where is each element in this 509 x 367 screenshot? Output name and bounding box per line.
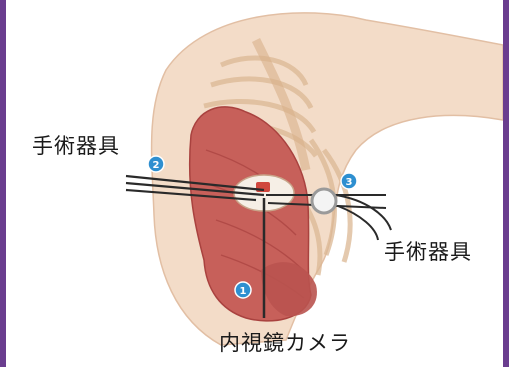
label-instrument-right: 手術器具 <box>384 236 472 266</box>
right-port-ring <box>312 189 336 213</box>
label-endoscope-camera: 内視鏡カメラ <box>219 327 351 357</box>
port-badge-2: 2 <box>148 156 164 172</box>
thoracoscopy-diagram: 2 3 1 <box>6 0 503 367</box>
port-badge-3: 3 <box>341 173 357 189</box>
port-badge-1-label: 1 <box>240 286 247 297</box>
label-instrument-left: 手術器具 <box>32 130 120 160</box>
port-badge-3-label: 3 <box>346 177 353 188</box>
port-badge-1: 1 <box>235 282 251 298</box>
port-badge-2-label: 2 <box>153 160 160 171</box>
